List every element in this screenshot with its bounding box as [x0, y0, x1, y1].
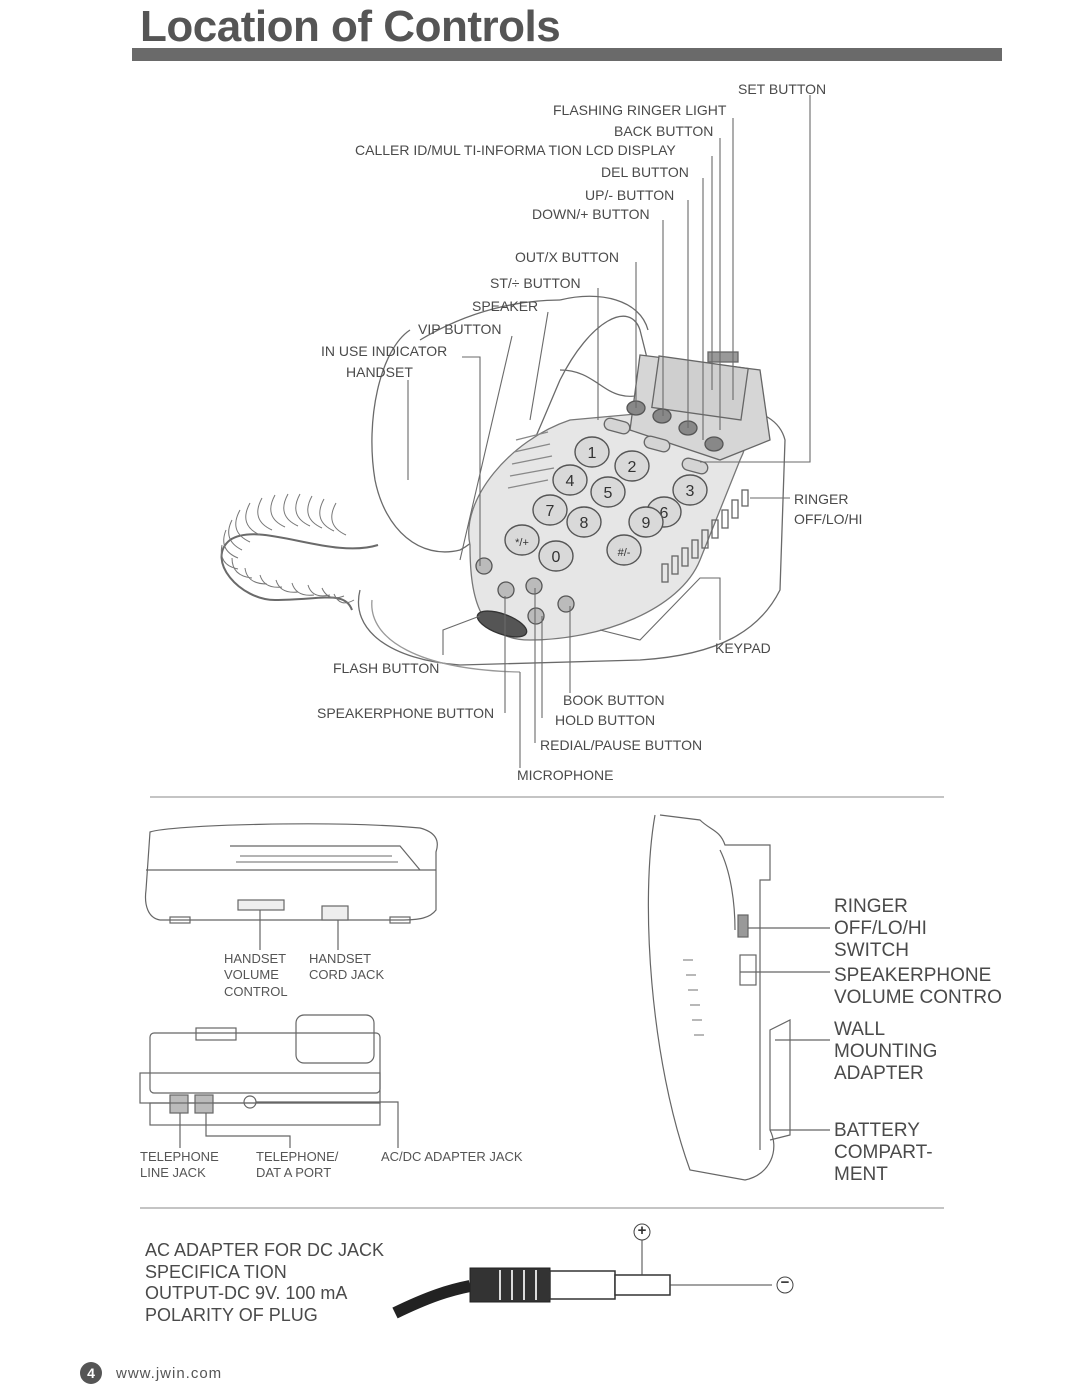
- keypad-key-label: 6: [660, 505, 669, 522]
- del-button-label: DEL BUTTON: [601, 164, 689, 180]
- keypad-key: */+: [504, 524, 540, 556]
- keypad-key-label: 0: [552, 549, 561, 566]
- handset-volume-label: HANDSET VOLUME CONTROL: [224, 951, 288, 999]
- hold-button-label: HOLD BUTTON: [555, 712, 656, 728]
- page-number-badge: 4: [80, 1362, 102, 1384]
- keypad-key: 4: [552, 464, 588, 496]
- keypad-key-label: 5: [604, 485, 613, 502]
- out-button-label: OUT/X BUTTON: [515, 249, 619, 265]
- handset-cord-jack-label: HANDSET CORD JACK: [309, 951, 385, 983]
- redial-button-label: REDIAL/PAUSE BUTTON: [540, 737, 703, 753]
- flashing-ringer-light-label: FLASHING RINGER LIGHT: [553, 102, 727, 118]
- keypad-key-label: 9: [642, 515, 651, 532]
- keypad-key: 1: [574, 436, 610, 468]
- keypad-label: KEYPAD: [715, 640, 771, 656]
- set-button-label: SET BUTTON: [738, 81, 827, 97]
- telephone-line-jack-label: TELEPHONE LINE JACK: [140, 1149, 219, 1181]
- keypad-key: #/-: [606, 534, 642, 566]
- title-rule: [132, 48, 1002, 61]
- telephone-data-port-label: TELEPHONE/ DAT A PORT: [256, 1149, 339, 1181]
- ringer-offlohi-label: OFF/LO/HI: [794, 511, 863, 527]
- battery-compartment-label: BATTERY COMPART- MENT: [834, 1120, 933, 1185]
- keypad-key-label: */+: [515, 537, 529, 549]
- back-button-label: BACK BUTTON: [614, 123, 714, 139]
- ringer-label: RINGER: [794, 491, 849, 507]
- keypad-key: 0: [538, 540, 574, 572]
- footer-url: www.jwin.com: [116, 1365, 223, 1382]
- keypad-keys: 1 2 3 4 5 6 7 8 9 */+ 0 #/-: [504, 436, 708, 572]
- up-button-label: UP/- BUTTON: [585, 187, 675, 203]
- keypad-key: 3: [672, 474, 708, 506]
- st-button-label: ST/÷ BUTTON: [490, 275, 581, 291]
- plus-polarity-icon: +: [637, 1222, 647, 1239]
- speaker-label: SPEAKER: [472, 298, 539, 314]
- wall-mounting-adapter-label: WALL MOUNTING ADAPTER: [834, 1019, 938, 1084]
- vip-button-label: VIP BUTTON: [418, 321, 502, 337]
- ringer-switch-label: RINGER OFF/LO/HI SWITCH: [834, 896, 927, 961]
- keypad-key: 8: [566, 506, 602, 538]
- handset-label: HANDSET: [346, 364, 413, 380]
- acdc-adapter-jack-label: AC/DC ADAPTER JACK: [381, 1149, 523, 1164]
- in-use-indicator-label: IN USE INDICATOR: [321, 343, 448, 359]
- adapter-spec-text: AC ADAPTER FOR DC JACK SPECIFICA TION OU…: [145, 1240, 385, 1325]
- flash-button-label: FLASH BUTTON: [333, 660, 440, 676]
- speakerphone-button-label: SPEAKERPHONE BUTTON: [317, 705, 495, 721]
- keypad-key: 9: [628, 506, 664, 538]
- keypad-key: 5: [590, 476, 626, 508]
- keypad-key-label: 2: [628, 459, 637, 476]
- book-button-label: BOOK BUTTON: [563, 692, 665, 708]
- keypad-key: 7: [532, 494, 568, 526]
- keypad-key-label: 7: [546, 503, 555, 520]
- down-button-label: DOWN/+ BUTTON: [532, 206, 650, 222]
- minus-polarity-icon: −: [780, 1274, 790, 1291]
- page-title: Location of Controls: [140, 2, 561, 51]
- keypad-key-label: 8: [580, 515, 589, 532]
- keypad-key-label: 4: [566, 473, 575, 490]
- keypad-key-label: 3: [686, 483, 695, 500]
- speakerphone-volume-label: SPEAKERPHONE VOLUME CONTRO: [834, 965, 1002, 1008]
- lcd-display-label: CALLER ID/MUL TI-INFORMA TION LCD DISPLA…: [355, 142, 676, 158]
- microphone-label: MICROPHONE: [517, 767, 614, 783]
- keypad-key-label: 1: [588, 445, 597, 462]
- keypad-key: 2: [614, 450, 650, 482]
- keypad-key-label: #/-: [618, 547, 631, 559]
